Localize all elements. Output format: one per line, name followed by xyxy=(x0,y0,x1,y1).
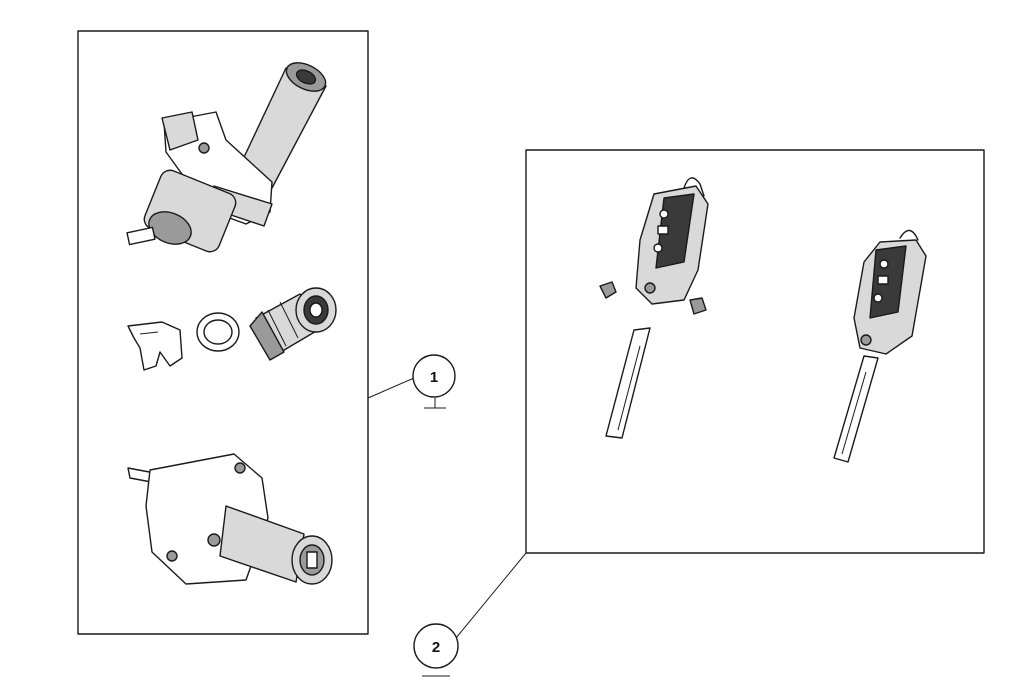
ignition-lock-cylinder-kit xyxy=(77,30,415,635)
callout-1-number: 1 xyxy=(430,369,438,386)
panel-2-frame xyxy=(525,149,985,554)
callout-2-leader xyxy=(455,552,527,639)
snap-ring xyxy=(196,312,240,352)
screw-left xyxy=(599,281,617,299)
retaining-clip xyxy=(127,321,183,371)
callout-2[interactable]: 2 xyxy=(413,623,459,677)
lock-cylinder xyxy=(249,287,337,361)
lock-housing-lower xyxy=(127,453,333,585)
lock-housing-upper xyxy=(126,62,327,253)
key-exploded xyxy=(599,177,709,439)
key-blade-loose xyxy=(605,327,651,439)
callout-1[interactable]: 1 xyxy=(412,354,456,409)
panel-1-frame xyxy=(77,30,369,635)
callout-1-leader xyxy=(367,377,415,399)
screw-right xyxy=(689,297,707,315)
callout-2-number: 2 xyxy=(432,639,440,656)
folding-key-set xyxy=(455,149,985,639)
key-assembled xyxy=(833,229,927,463)
